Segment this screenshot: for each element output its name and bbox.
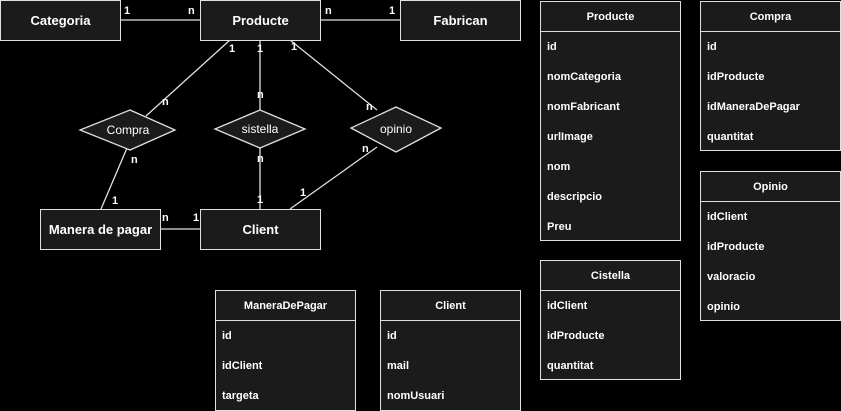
relationship-opinio-label[interactable]: opinio (379, 122, 413, 136)
table-field: nomFabricant (547, 101, 620, 113)
table-field: Preu (547, 221, 572, 233)
cardinality: n (162, 212, 169, 224)
table-field: opinio (707, 301, 740, 313)
cardinality: 1 (229, 43, 236, 55)
table-field: nomCategoria (547, 71, 621, 83)
table-field: quantitat (547, 360, 594, 372)
table-field: descripcio (547, 191, 603, 203)
relationship-sistella-label[interactable]: sistella (241, 122, 279, 136)
table-title: Opinio (701, 172, 840, 202)
table-producte[interactable]: Producte id nomCategoria nomFabricant ur… (540, 1, 681, 241)
table-field: urlImage (547, 131, 593, 143)
cardinality: n (162, 96, 169, 108)
entity-label: Fabrican (433, 13, 488, 28)
table-field: idManeraDePagar (707, 101, 800, 113)
table-field: idProducte (707, 241, 765, 253)
cardinality: 1 (257, 194, 264, 206)
table-field: idClient (222, 360, 263, 372)
entity-label: Manera de pagar (48, 222, 153, 237)
cardinality: n (257, 153, 264, 165)
table-field: idProducte (547, 330, 605, 342)
cardinality: n (362, 143, 369, 155)
table-field: targeta (222, 390, 259, 402)
entity-fabrican[interactable]: Fabrican (400, 0, 521, 41)
table-field: mail (387, 360, 410, 372)
entity-label: Producte (232, 13, 289, 28)
table-field: id (547, 41, 557, 53)
table-opinio[interactable]: Opinio idClient idProducte valoracio opi… (700, 171, 841, 321)
cardinality: n (188, 5, 195, 17)
entity-categoria[interactable]: Categoria (0, 0, 121, 41)
table-field: id (222, 330, 232, 342)
table-field: idProducte (707, 71, 765, 83)
cardinality: 1 (300, 187, 307, 199)
table-field: nom (547, 161, 571, 173)
table-title: Compra (701, 2, 840, 32)
table-title: Cistella (541, 261, 680, 291)
table-maneradepagar[interactable]: ManeraDePagar id idClient targeta (215, 290, 356, 411)
table-client[interactable]: Client id mail nomUsuari (380, 290, 521, 411)
edge-producte-compra (145, 39, 231, 117)
cardinality: 1 (389, 5, 396, 17)
table-cistella[interactable]: Cistella idClient idProducte quantitat (540, 260, 681, 380)
cardinality: 1 (193, 212, 200, 224)
entity-client[interactable]: Client (200, 209, 321, 250)
compra-diamond (78, 109, 177, 151)
table-field: quantitat (707, 131, 754, 143)
table-title: ManeraDePagar (216, 291, 355, 321)
table-compra[interactable]: Compra id idProducte idManeraDePagar qua… (700, 1, 841, 151)
entity-label: Categoria (30, 13, 91, 28)
cardinality: 1 (124, 5, 131, 17)
table-field: valoracio (707, 271, 756, 283)
table-field: nomUsuari (387, 390, 445, 402)
cardinality: n (366, 101, 373, 113)
edge-opinio-client (289, 146, 378, 210)
sistella-diamond (213, 109, 307, 149)
relationship-compra-label[interactable]: Compra (106, 123, 150, 137)
entity-manera-de-pagar[interactable]: Manera de pagar (40, 209, 161, 250)
cardinality: 1 (257, 43, 264, 55)
cardinality: 1 (112, 195, 119, 207)
opinio-diamond (349, 106, 443, 153)
table-field: idClient (707, 211, 748, 223)
cardinality: n (325, 5, 332, 17)
entity-producte[interactable]: Producte (200, 0, 321, 41)
table-title: Client (381, 291, 520, 321)
cardinality: 1 (291, 41, 298, 53)
edge-compra-manera (100, 140, 131, 210)
table-title: Producte (541, 2, 680, 32)
edge-producte-opinio (289, 39, 378, 111)
cardinality: n (257, 89, 264, 101)
cardinality: n (131, 154, 138, 166)
entity-label: Client (242, 222, 279, 237)
table-field: id (707, 41, 717, 53)
table-field: id (387, 330, 397, 342)
table-field: idClient (547, 300, 588, 312)
